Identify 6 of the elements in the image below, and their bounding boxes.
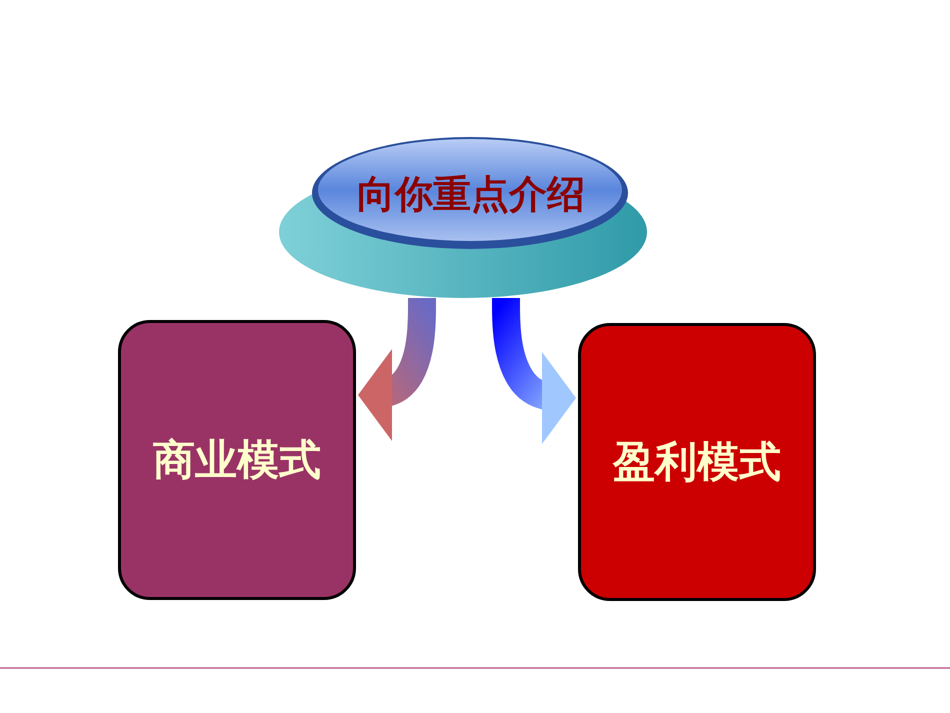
node-label: 向你重点介绍 (357, 173, 585, 218)
rounded-box (578, 323, 816, 601)
node-label: 盈利模式 (613, 439, 781, 488)
ellipse-node (278, 135, 650, 300)
rounded-box (118, 320, 356, 600)
node-label: 商业模式 (153, 436, 321, 486)
